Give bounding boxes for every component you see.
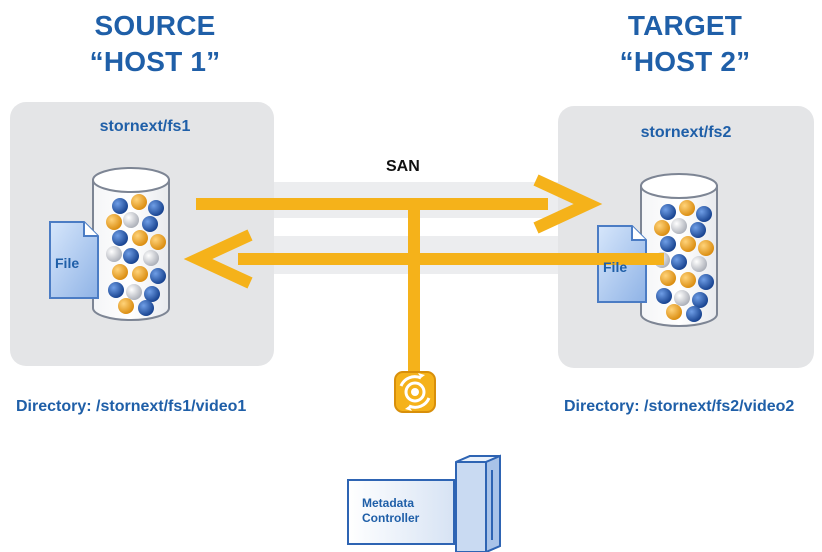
- controller-label-line1: Metadata: [362, 496, 415, 510]
- source-storage-icon: [92, 167, 170, 321]
- target-directory-label: Directory: /stornext/fs2/video2: [564, 398, 795, 415]
- target-title-line2: “HOST 2”: [619, 46, 751, 77]
- san-label: SAN: [386, 158, 420, 175]
- target-storage-icon: [640, 173, 718, 327]
- copy-arrow-to-target: [196, 174, 603, 234]
- copy-arrow-to-source: [183, 229, 664, 289]
- source-file-label: File: [55, 255, 80, 271]
- target-filesystem-label: stornext/fs2: [640, 124, 732, 141]
- source-file-icon: [49, 221, 99, 299]
- target-title-line1: TARGET: [627, 10, 743, 41]
- metadata-controller-icon: [347, 454, 501, 552]
- source-title-line2: “HOST 1”: [89, 46, 221, 77]
- metadata-sync-icon: [394, 371, 436, 413]
- source-directory-label: Directory: /stornext/fs1/video1: [16, 398, 247, 415]
- controller-link-line: [408, 198, 420, 374]
- controller-label-line2: Controller: [362, 511, 420, 525]
- source-title-line1: SOURCE: [94, 10, 216, 41]
- target-title: TARGET “HOST 2”: [580, 8, 790, 80]
- metadata-controller-label: Metadata Controller: [362, 496, 419, 526]
- target-file-label: File: [603, 259, 628, 275]
- source-title: SOURCE “HOST 1”: [50, 8, 260, 80]
- source-filesystem-label: stornext/fs1: [99, 118, 191, 135]
